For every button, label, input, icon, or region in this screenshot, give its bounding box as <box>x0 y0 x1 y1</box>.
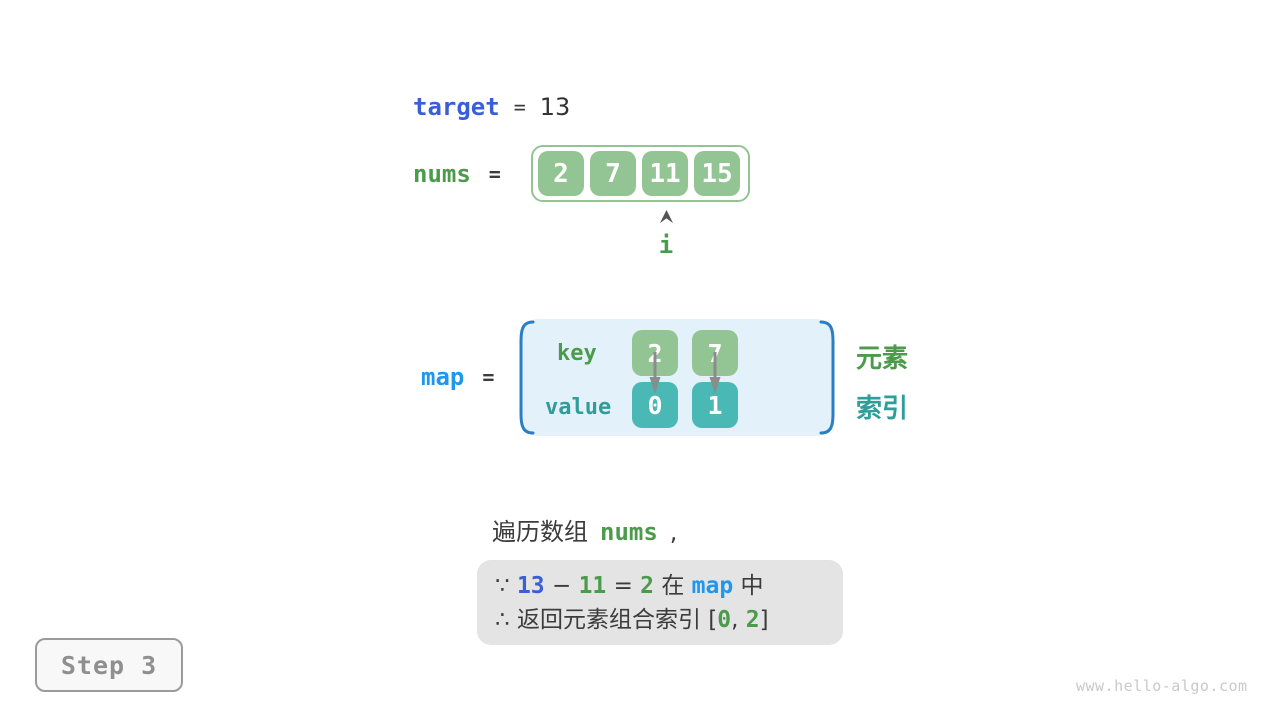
map-keyword: map <box>421 363 465 391</box>
result-index-1: 2 <box>745 607 760 633</box>
map-container: key value 2 7 0 1 <box>519 319 835 436</box>
map-keyword-inline: map <box>691 573 734 599</box>
therefore-line: ∴ 返回元素组合索引 [0, 2] <box>495 607 769 633</box>
map-value-row-label: value <box>545 395 612 420</box>
step-badge-label: Step 3 <box>60 650 158 680</box>
note-box: ∵ 13 − 11 = 2 在 map 中 ∴ 返回元素组合索引 [0, 2] <box>477 560 843 645</box>
result-index-0: 0 <box>717 607 732 633</box>
map-value-cell: 1 <box>692 382 738 428</box>
array-cell: 15 <box>694 151 740 196</box>
index-pointer-label: i <box>658 231 674 259</box>
caption-prefix: 遍历数组 <box>492 518 588 546</box>
watermark: www.hello-algo.com <box>1076 677 1248 695</box>
key-to-value-arrow-icon <box>709 352 721 394</box>
nums-keyword: nums <box>413 160 471 188</box>
map-equals-sign: = <box>482 365 495 389</box>
nums-equals-sign: = <box>488 162 501 186</box>
target-equals-sign: = <box>513 95 526 119</box>
target-number: 13 <box>516 573 545 599</box>
left-brace-icon <box>519 320 535 435</box>
nums-assignment: nums = <box>413 160 501 188</box>
target-keyword: target <box>413 93 500 121</box>
map-key-row-label: key <box>557 341 597 366</box>
caption: 遍历数组 nums , <box>492 512 677 547</box>
array-cell: 2 <box>538 151 584 196</box>
target-assignment: target = 13 <box>413 93 570 121</box>
map-value-cell: 0 <box>632 382 678 428</box>
array-cell: 7 <box>590 151 636 196</box>
array-cell: 11 <box>642 151 688 196</box>
index-side-label: 索引 <box>856 394 909 424</box>
element-side-label: 元素 <box>856 344 909 374</box>
step-badge: Step 3 <box>35 638 183 692</box>
right-brace-icon <box>819 320 835 435</box>
map-assignment: map = <box>421 363 494 391</box>
index-pointer: i <box>652 209 680 257</box>
up-arrow-icon <box>659 209 674 228</box>
current-number: 11 <box>578 573 607 599</box>
complement-number: 2 <box>640 573 655 599</box>
caption-suffix: , <box>669 518 678 546</box>
target-value: 13 <box>539 93 571 121</box>
nums-array-container: 2 7 11 15 <box>531 145 750 202</box>
key-to-value-arrow-icon <box>649 352 661 394</box>
because-line: ∵ 13 − 11 = 2 在 map 中 <box>495 573 764 599</box>
caption-nums-keyword: nums <box>600 518 658 546</box>
